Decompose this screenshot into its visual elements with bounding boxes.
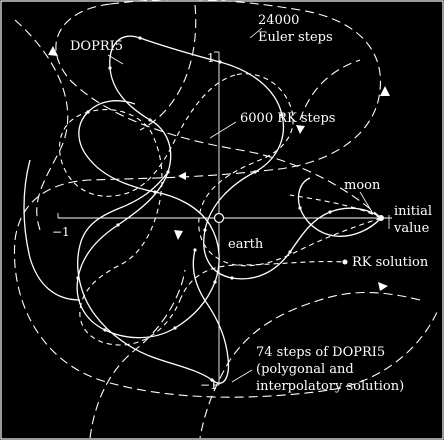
tick-label-y-pos: 1 — [207, 51, 215, 65]
label-moon: moon — [344, 178, 381, 193]
label-euler-steps-2: Euler steps — [258, 30, 333, 45]
label-dopri-steps-2: (polygonal and — [256, 362, 354, 377]
label-dopri-steps-1: 74 steps of DOPRI5 — [256, 345, 385, 360]
arrow-rk-lower — [174, 230, 183, 240]
arrow-rk-center — [178, 172, 186, 180]
leader-euler — [249, 27, 263, 39]
label-earth: earth — [228, 237, 264, 252]
leader-dopri-steps — [231, 369, 253, 383]
leader-lines — [107, 27, 390, 383]
arrow-euler-left — [48, 46, 58, 56]
tick-label-x-neg: −1 — [52, 225, 70, 239]
leader-dopri5 — [107, 54, 124, 65]
label-dopri-steps-3: interpolatory solution) — [256, 379, 404, 394]
arrow-euler-right — [380, 86, 390, 96]
earth-marker — [213, 212, 225, 224]
label-euler-steps-1: 24000 — [258, 13, 299, 28]
direction-arrows — [48, 46, 390, 291]
leader-moon — [359, 191, 373, 213]
label-initial-1: initial — [394, 204, 432, 219]
euler-solution — [13, 0, 439, 439]
tick-label-y-neg: −1 — [200, 378, 218, 392]
label-rk-solution: RK solution — [352, 255, 429, 270]
arrow-rk-right — [378, 282, 388, 291]
label-initial-2: value — [393, 221, 430, 236]
label-rk-steps: 6000 RK steps — [240, 111, 335, 126]
arrow-rk-upper — [296, 125, 305, 134]
dopri5-step-points — [76, 36, 332, 382]
dopri5-solution — [23, 35, 382, 384]
rk-solution-marker — [342, 259, 348, 265]
label-dopri5: DOPRI5 — [70, 39, 123, 54]
leader-rk-steps — [209, 121, 237, 139]
